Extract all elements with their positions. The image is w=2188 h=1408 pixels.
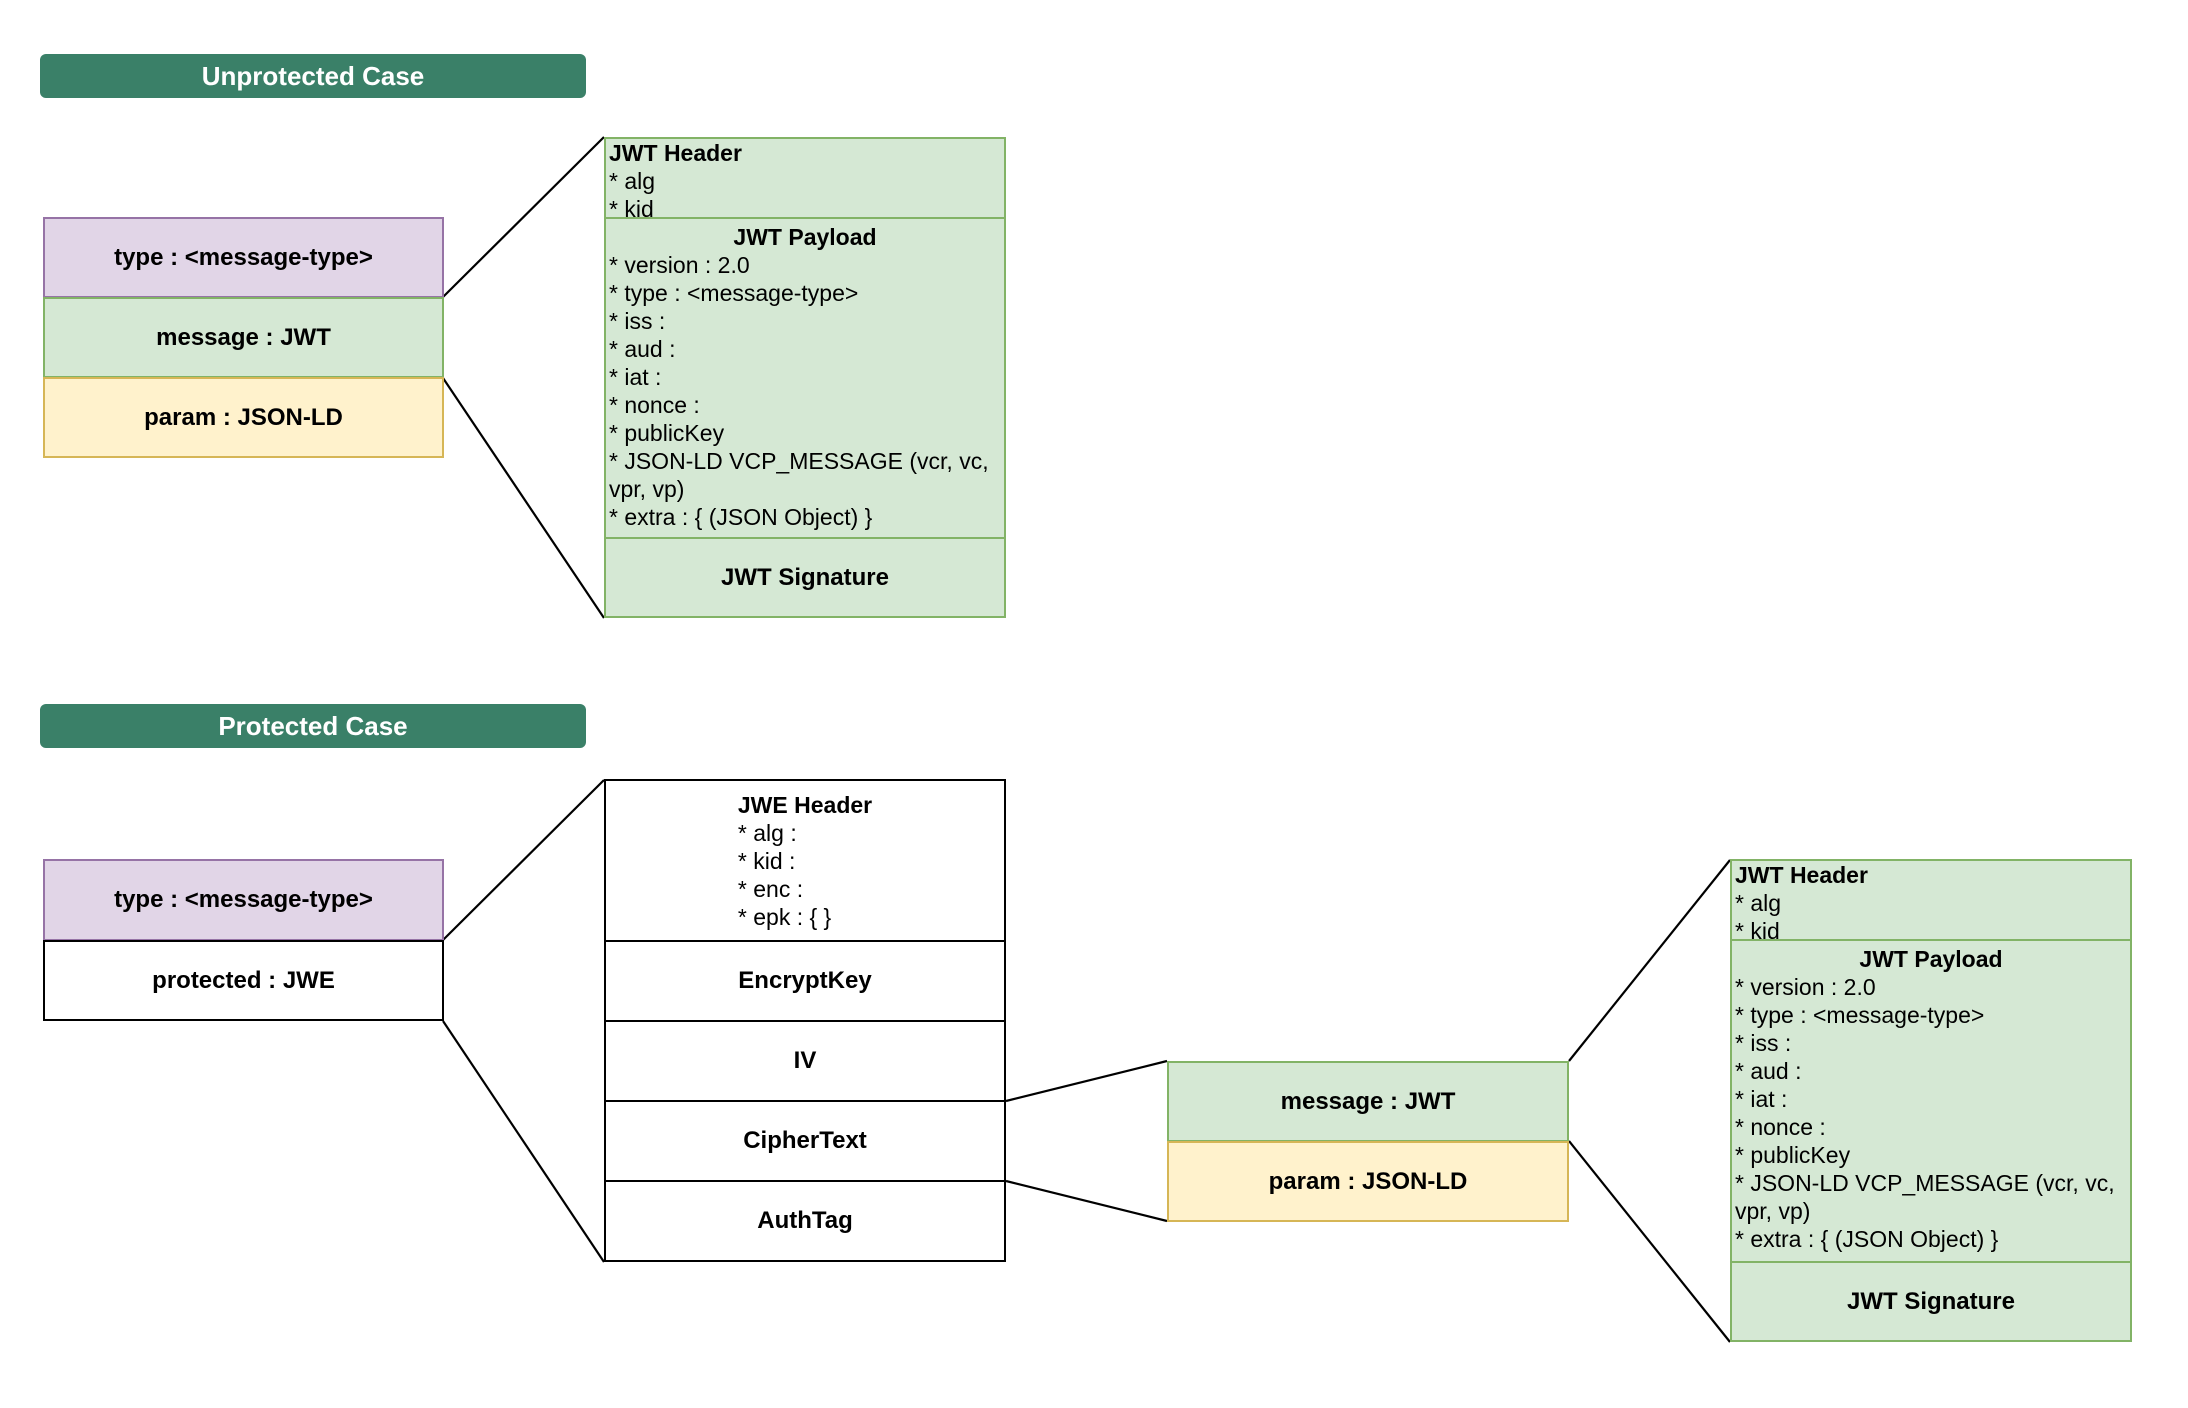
message-label: message : JWT bbox=[156, 323, 331, 351]
jwe-iv-box: IV bbox=[604, 1020, 1006, 1102]
jwt-signature-box: JWT Signature bbox=[604, 537, 1006, 618]
jwt-payload-box: JWT Payload * version : 2.0 * type : <me… bbox=[604, 217, 1006, 539]
connector-line bbox=[1005, 1059, 1168, 1103]
protected-case-banner: Protected Case bbox=[40, 704, 586, 748]
jwt-payload-title: JWT Payload bbox=[1859, 946, 2003, 972]
jwt-header-title: JWT Header bbox=[609, 140, 742, 166]
connector-line bbox=[1568, 1140, 1731, 1343]
type-label: type : <message-type> bbox=[114, 243, 373, 271]
jwe-header-items: * alg : * kid : * enc : * epk : { } bbox=[737, 820, 832, 930]
protected-type-cell: type : <message-type> bbox=[43, 859, 444, 941]
message-label: message : JWT bbox=[1280, 1087, 1456, 1115]
banner-label: Unprotected Case bbox=[201, 60, 425, 91]
jwt-header-box: JWT Header * alg * kid bbox=[1730, 859, 2132, 944]
param-label: param : JSON-LD bbox=[1268, 1167, 1468, 1195]
type-label: type : <message-type> bbox=[114, 886, 373, 913]
connector-line bbox=[442, 779, 605, 941]
unprotected-case-banner: Unprotected Case bbox=[40, 54, 586, 98]
jwe-cipher-text-box: CipherText bbox=[604, 1100, 1006, 1182]
protected-label: protected : JWE bbox=[152, 966, 335, 994]
jwt-header-box: JWT Header * alg * kid bbox=[604, 137, 1006, 222]
jwe-header-title: JWE Header bbox=[737, 792, 873, 818]
connector-line bbox=[442, 377, 605, 619]
connector-line bbox=[1005, 1179, 1168, 1223]
jwt-payload-title: JWT Payload bbox=[733, 224, 877, 250]
iv-label: IV bbox=[793, 1047, 817, 1074]
jwt-signature-label: JWT Signature bbox=[720, 563, 889, 591]
jwt-signature-box: JWT Signature bbox=[1730, 1261, 2132, 1342]
jwt-header-items: * alg * kid bbox=[1735, 890, 1782, 944]
connector-line bbox=[1568, 859, 1731, 1062]
inner-message-cell: message : JWT bbox=[1167, 1061, 1569, 1142]
auth-tag-label: AuthTag bbox=[757, 1207, 853, 1234]
jwt-payload-items: * version : 2.0 * type : <message-type> … bbox=[1735, 974, 2115, 1252]
jwt-header-title: JWT Header bbox=[1735, 862, 1868, 888]
connector-line bbox=[442, 1020, 605, 1263]
jwt-payload-items: * version : 2.0 * type : <message-type> … bbox=[609, 252, 989, 530]
jwe-auth-tag-box: AuthTag bbox=[604, 1180, 1006, 1262]
param-label: param : JSON-LD bbox=[144, 403, 343, 431]
connector-line bbox=[442, 136, 605, 298]
jwt-header-items: * alg * kid bbox=[609, 168, 656, 222]
inner-param-cell: param : JSON-LD bbox=[1167, 1141, 1569, 1222]
unprotected-type-cell: type : <message-type> bbox=[43, 217, 444, 298]
banner-label: Protected Case bbox=[218, 710, 408, 741]
jwe-header-box: JWE Header * alg : * kid : * enc : * epk… bbox=[604, 779, 1006, 942]
unprotected-param-cell: param : JSON-LD bbox=[43, 377, 444, 458]
protected-jwe-cell: protected : JWE bbox=[43, 940, 444, 1021]
jwe-encrypt-key-box: EncryptKey bbox=[604, 940, 1006, 1022]
jwt-signature-label: JWT Signature bbox=[1846, 1287, 2015, 1315]
jwt-payload-box: JWT Payload * version : 2.0 * type : <me… bbox=[1730, 939, 2132, 1263]
encrypt-key-label: EncryptKey bbox=[738, 967, 872, 994]
unprotected-message-cell: message : JWT bbox=[43, 297, 444, 378]
cipher-text-label: CipherText bbox=[743, 1127, 867, 1154]
